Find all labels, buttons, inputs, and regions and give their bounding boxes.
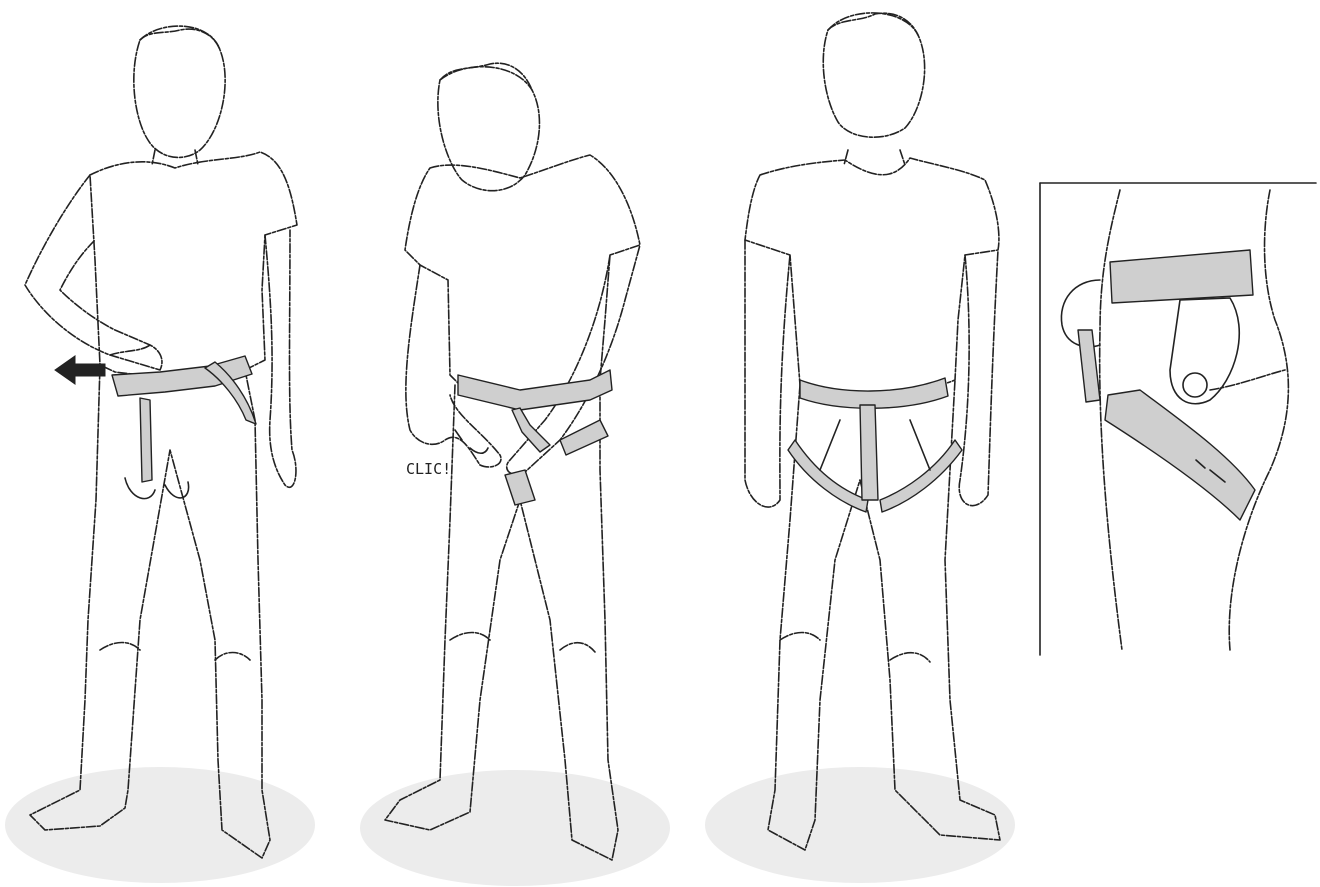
detail-buckle (1170, 298, 1239, 404)
buckle-detail-inset (1040, 183, 1316, 655)
right-arm-1 (265, 230, 296, 487)
head-3 (823, 13, 924, 137)
floor-shadow-3 (705, 767, 1015, 883)
head-2 (438, 67, 540, 191)
head-1 (134, 26, 225, 157)
figure-step-3 (705, 13, 1015, 883)
torso-2 (405, 155, 640, 391)
figure-step-2: CLIC! (360, 63, 670, 886)
floor-shadow-2 (360, 770, 670, 886)
right-arm-3 (959, 250, 998, 506)
detail-ring (1183, 373, 1207, 397)
pull-arrow-icon (55, 356, 105, 384)
left-arm-3 (745, 240, 790, 507)
click-label: CLIC! (406, 460, 451, 478)
torso-1 (90, 152, 297, 376)
leg-loop-right-3 (880, 440, 962, 512)
waist-belt-2 (458, 370, 612, 410)
waist-belt-3 (800, 378, 948, 408)
floor-shadow-1 (5, 767, 315, 883)
figure-step-1 (5, 26, 315, 883)
detail-leg-strap (1105, 390, 1255, 520)
left-arm-1 (25, 175, 162, 370)
detail-belt (1110, 250, 1253, 303)
